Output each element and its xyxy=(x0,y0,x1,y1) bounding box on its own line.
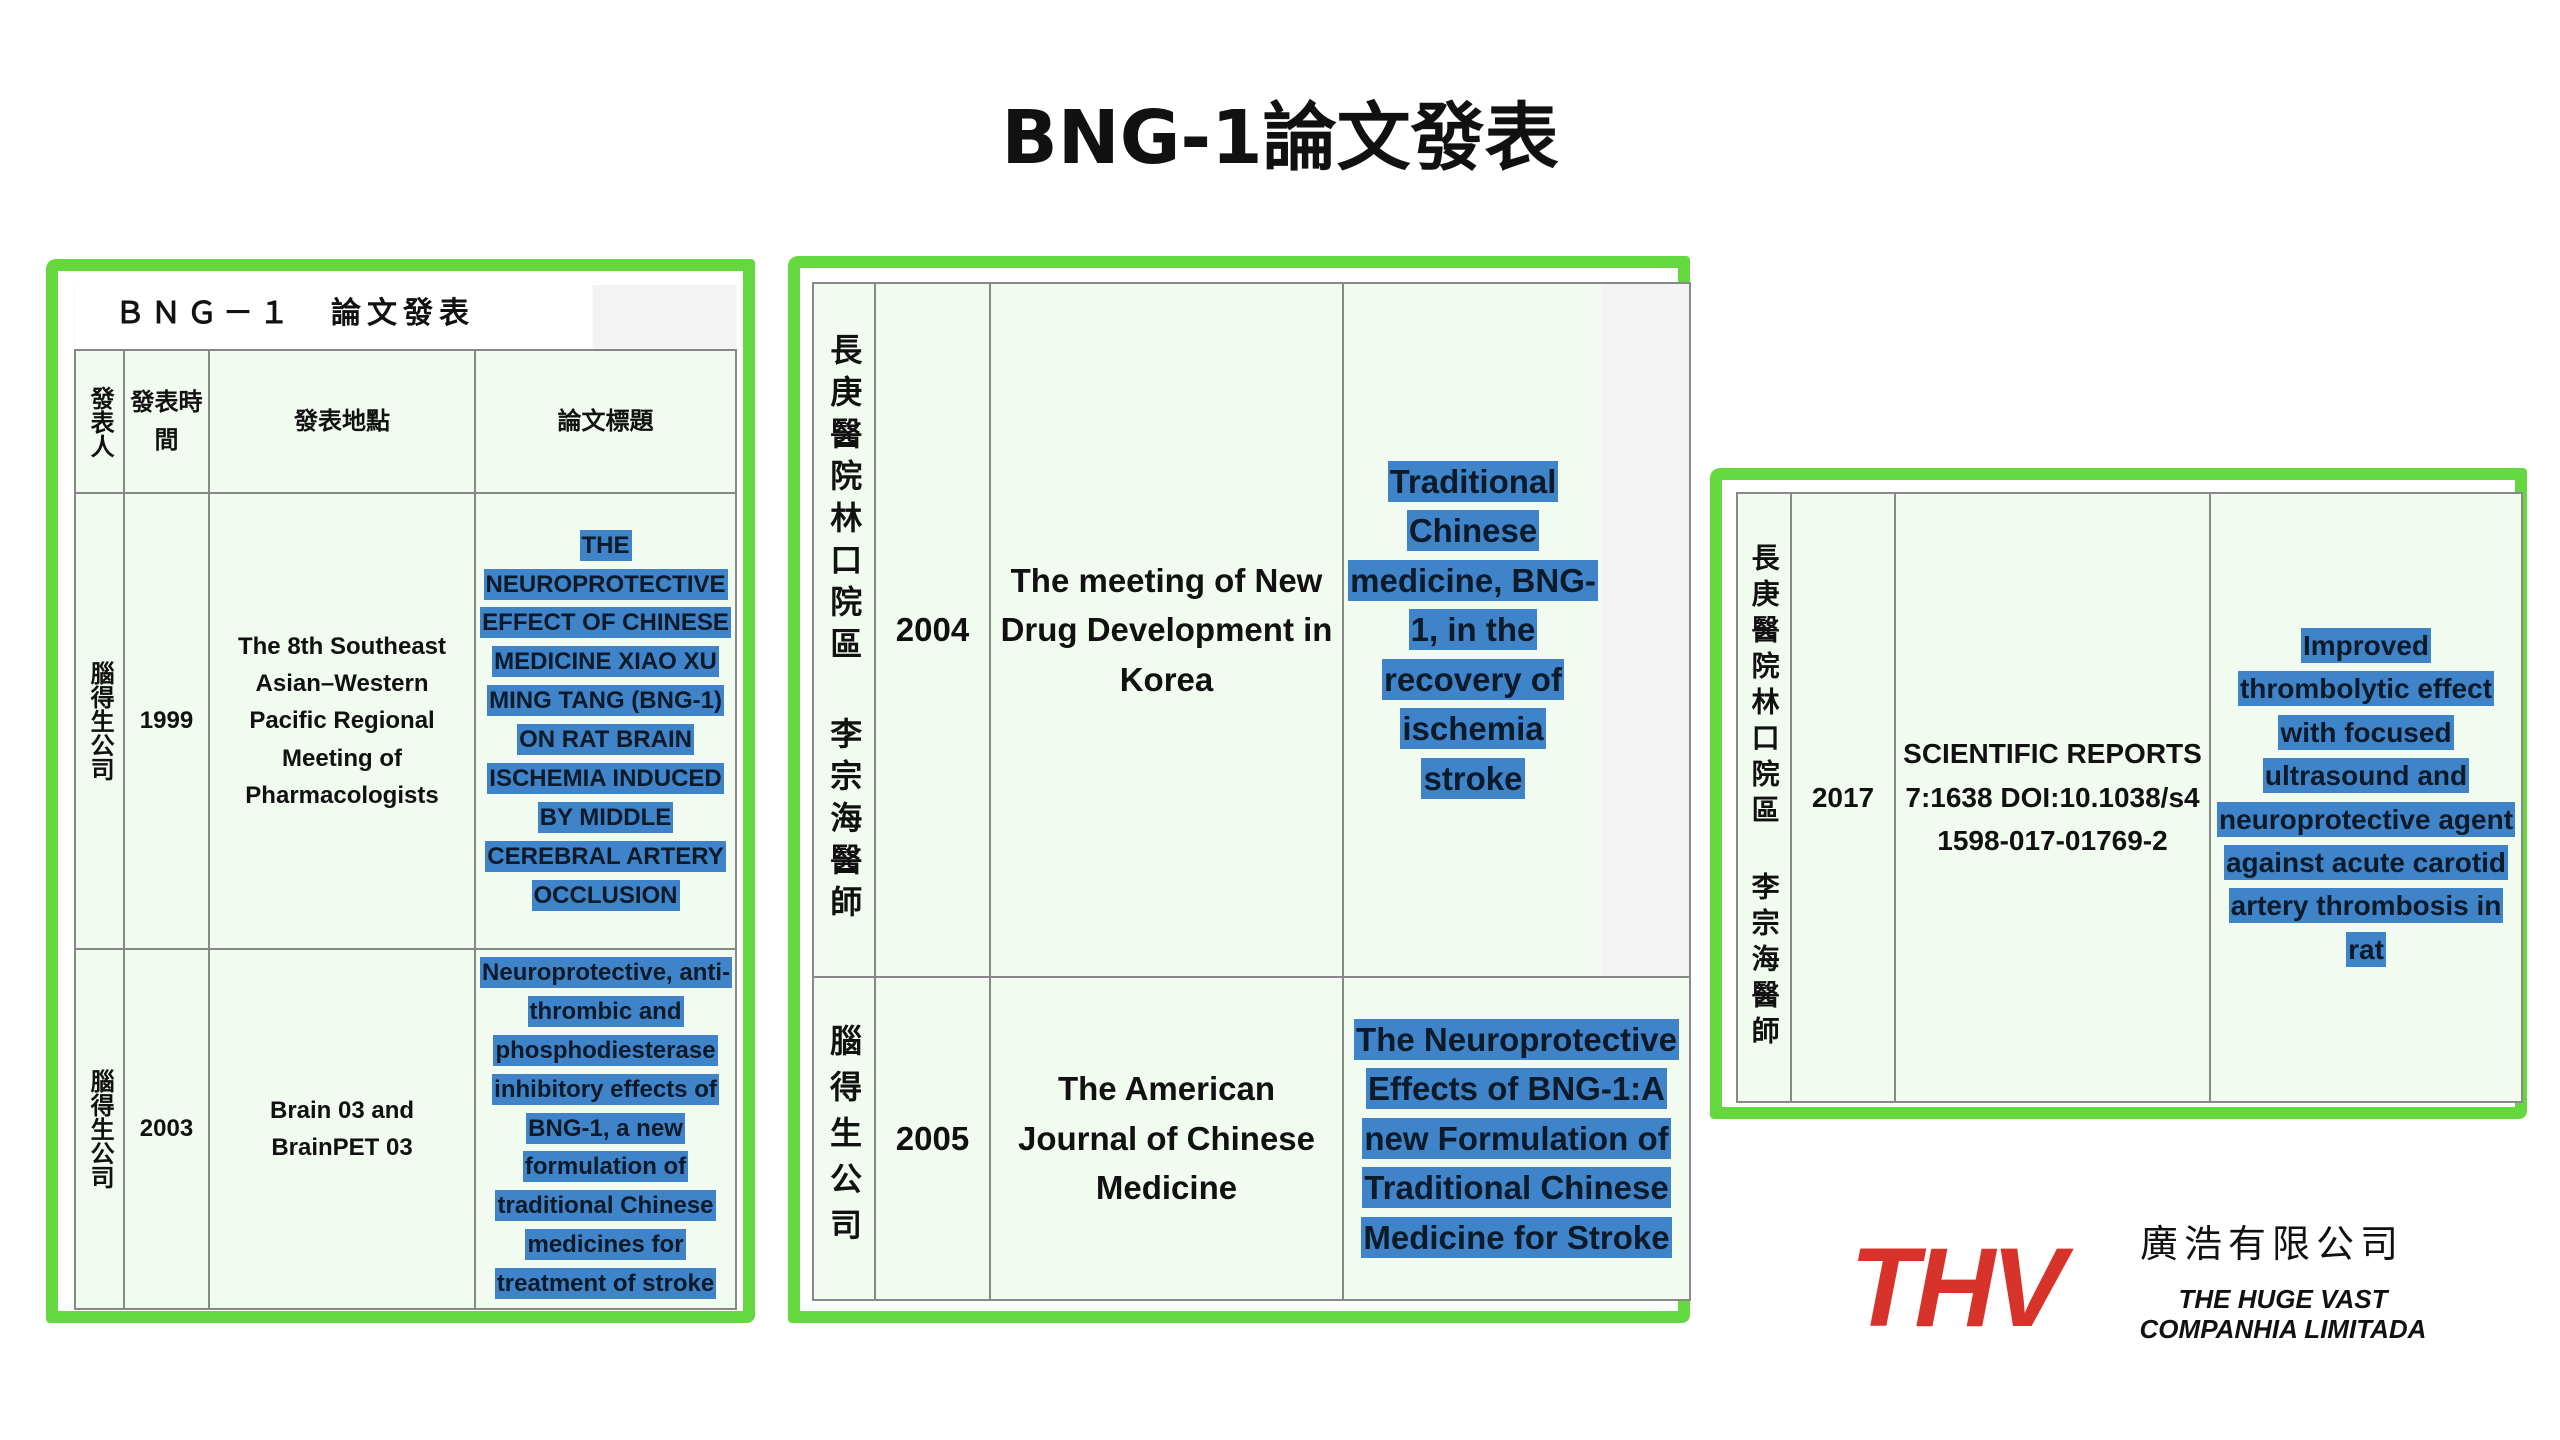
year-cell: 1999 xyxy=(123,492,210,950)
header-venue: 發表地點 xyxy=(207,349,477,494)
author-cell: 腦得生公司 xyxy=(74,492,125,950)
logo-english-line2: COMPANHIA LIMITADA xyxy=(2139,1314,2427,1344)
venue-cell: The meeting of New Drug Development in K… xyxy=(989,282,1344,978)
table-row: 長庚醫院林口院區 李宗海醫師 2004 The meeting of New D… xyxy=(812,282,1691,978)
publications-table: 長庚醫院林口院區 李宗海醫師 2004 The meeting of New D… xyxy=(812,282,1691,1301)
publications-table-panel-3: 長庚醫院林口院區 李宗海醫師 2017 SCIENTIFIC REPORTS 7… xyxy=(1710,468,2527,1119)
venue-cell: The American Journal of Chinese Medicine xyxy=(989,976,1344,1301)
publications-table: ＢＮＧ－１ 論文發表 發表人 發表時間 發表地點 論文標題 腦得生公司 1999… xyxy=(74,285,738,1310)
header-paper: 論文標題 xyxy=(474,349,738,494)
publications-table-panel-1: ＢＮＧ－１ 論文發表 發表人 發表時間 發表地點 論文標題 腦得生公司 1999… xyxy=(46,259,755,1323)
publications-table-panel-2: 長庚醫院林口院區 李宗海醫師 2004 The meeting of New D… xyxy=(788,256,1691,1323)
logo-english-line1: THE HUGE VAST xyxy=(2178,1284,2388,1314)
paper-title-highlighted: The Neuroprotective Effects of BNG-1:A n… xyxy=(1354,1018,1679,1258)
header-author: 發表人 xyxy=(74,349,125,494)
venue-cell: SCIENTIFIC REPORTS 7:1638 DOI:10.1038/s4… xyxy=(1894,492,2211,1103)
table-row: 腦得生公司 2005 The American Journal of Chine… xyxy=(812,976,1691,1301)
publications-table: 長庚醫院林口院區 李宗海醫師 2017 SCIENTIFIC REPORTS 7… xyxy=(1736,492,2523,1103)
logo-mark: THV xyxy=(1850,1225,2066,1350)
table-caption: ＢＮＧ－１ 論文發表 xyxy=(75,285,476,351)
table-row: 腦得生公司 1999 The 8th Southeast Asian–Weste… xyxy=(74,492,738,950)
author-cell: 長庚醫院林口院區 李宗海醫師 xyxy=(812,282,876,978)
author-cell: 腦得生公司 xyxy=(812,976,876,1301)
author-cell: 長庚醫院林口院區 李宗海醫師 xyxy=(1736,492,1792,1103)
venue-cell: The 8th Southeast Asian–Western Pacific … xyxy=(207,492,477,950)
paper-title-highlighted: Traditional Chinese medicine, BNG-1, in … xyxy=(1348,460,1598,799)
venue-cell: Brain 03 and BrainPET 03 xyxy=(207,948,477,1310)
year-cell: 2005 xyxy=(874,976,991,1301)
author-cell: 腦得生公司 xyxy=(74,948,125,1310)
table-row: 長庚醫院林口院區 李宗海醫師 2017 SCIENTIFIC REPORTS 7… xyxy=(1736,492,2523,1103)
page-title: BNG-1論文發表 xyxy=(1001,95,1559,181)
paper-title-highlighted: Improved thrombolytic effect with focuse… xyxy=(2216,627,2516,967)
year-cell: 2004 xyxy=(874,282,991,978)
table-row: 腦得生公司 2003 Brain 03 and BrainPET 03 Neur… xyxy=(74,948,738,1310)
year-cell: 2017 xyxy=(1790,492,1896,1103)
year-cell: 2003 xyxy=(123,948,210,1310)
logo-chinese-name: 廣浩有限公司 xyxy=(2140,1222,2405,1266)
paper-title-highlighted: THE NEUROPROTECTIVE EFFECT OF CHINESE ME… xyxy=(480,529,731,911)
header-year: 發表時間 xyxy=(123,349,210,494)
paper-title-highlighted: Neuroprotective, anti-thrombic and phosp… xyxy=(480,957,733,1299)
